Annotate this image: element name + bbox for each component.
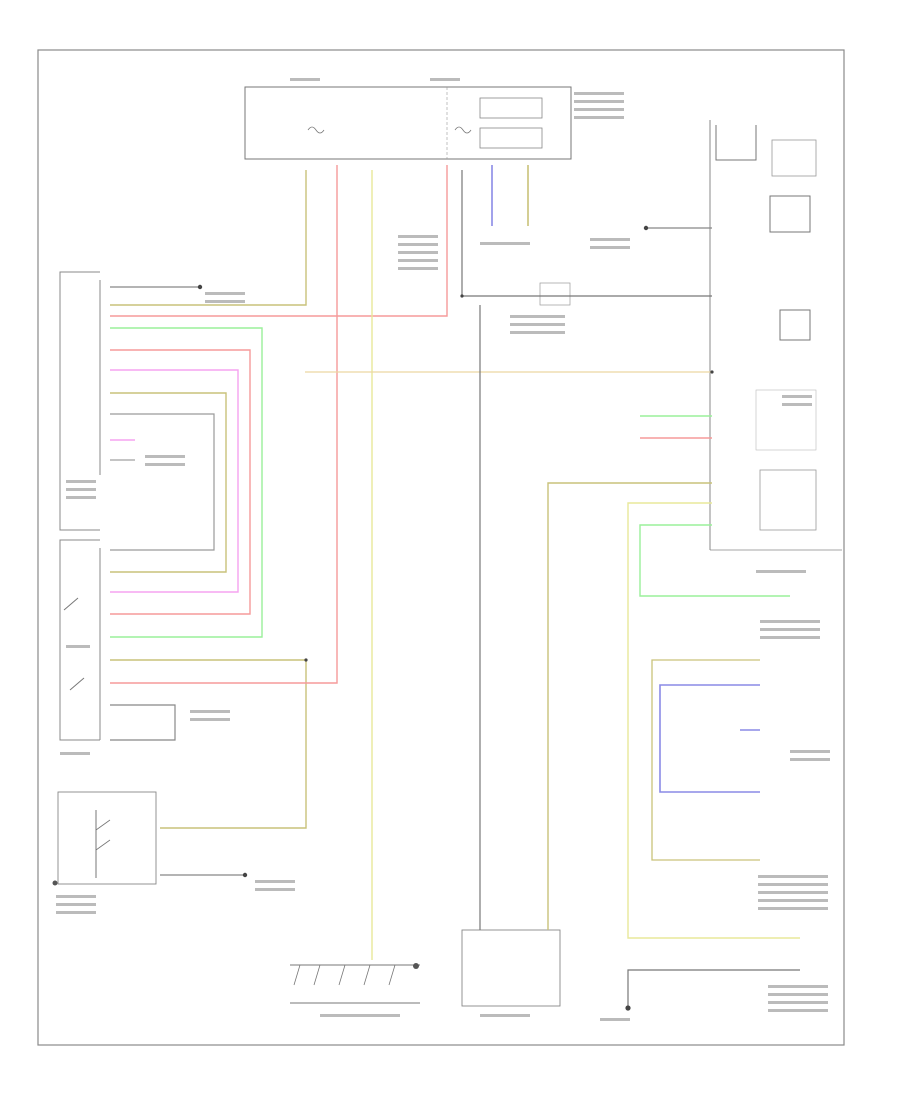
left-module xyxy=(59,271,101,741)
door-switch-module xyxy=(52,791,157,886)
wire-khaki-meter xyxy=(547,482,712,930)
wire-green-seat xyxy=(639,524,790,597)
wire-khaki-1 xyxy=(110,170,307,306)
diagram-border xyxy=(37,49,845,1046)
combination-meter xyxy=(709,120,842,551)
wire-red-1 xyxy=(110,165,338,684)
bottom-connector xyxy=(290,963,420,1004)
wire-pink-left xyxy=(110,369,239,593)
wire-green-left xyxy=(110,327,263,638)
wire-ground-left xyxy=(110,704,176,741)
center-junction xyxy=(461,282,571,1007)
wire-gray-ground xyxy=(627,969,800,1008)
connector-dots xyxy=(197,225,714,1011)
wire-khaki-left xyxy=(110,392,227,573)
illegible-labels xyxy=(56,78,830,1021)
fuse-box-top xyxy=(244,86,572,160)
wire-khaki-seat xyxy=(651,659,760,861)
wire-red-2 xyxy=(110,165,448,317)
wire-yellow-right xyxy=(627,502,800,939)
wire-gray-center xyxy=(461,170,712,297)
wire-blue-seat xyxy=(659,684,760,793)
wire-khaki-2 xyxy=(110,659,307,829)
wire-red-left xyxy=(110,349,251,615)
wire-gray-left xyxy=(110,413,215,551)
